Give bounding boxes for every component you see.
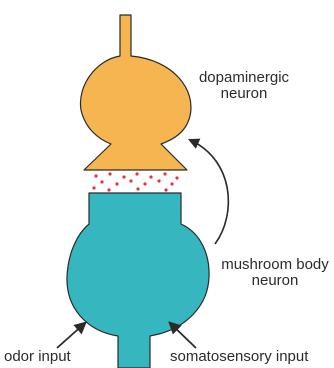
dopamine-dot xyxy=(136,187,139,190)
dopamine-dot xyxy=(94,174,97,177)
dopamine-dot xyxy=(100,180,103,183)
dopamine-dot xyxy=(164,188,167,191)
dopamine-dot xyxy=(92,186,95,189)
dopamine-release-dots xyxy=(92,172,178,191)
dopamine-dot xyxy=(107,188,110,191)
dopamine-dot xyxy=(129,179,132,182)
dopamine-dot xyxy=(157,179,160,182)
feedback-arrow xyxy=(190,140,228,244)
dopamine-dot xyxy=(170,182,173,185)
dopamine-dot xyxy=(143,182,146,185)
odor-input-arrow xyxy=(57,323,85,348)
dopamine-dot xyxy=(122,175,125,178)
dopamine-dot xyxy=(115,182,118,185)
mushroom-label-line2: neuron xyxy=(216,273,334,289)
odor-input-label: odor input xyxy=(4,349,71,365)
dopaminergic-neuron xyxy=(80,15,191,170)
dopamine-dot xyxy=(149,175,152,178)
somatosensory-input-arrow xyxy=(170,323,196,348)
dopamine-dot xyxy=(108,172,111,175)
dopaminergic-label-line2: neuron xyxy=(189,86,299,102)
dopaminergic-label-line1: dopaminergic xyxy=(189,70,299,86)
dopamine-dot xyxy=(163,172,166,175)
mushroom-body-neuron xyxy=(67,193,209,368)
mushroom-body-neuron-label: mushroom body neuron xyxy=(216,257,334,289)
dopamine-dot xyxy=(175,176,178,179)
dopamine-dot xyxy=(135,172,138,175)
mushroom-label-line1: mushroom body xyxy=(216,257,334,273)
somatosensory-input-label: somatosensory input xyxy=(170,349,308,365)
dopaminergic-neuron-label: dopaminergic neuron xyxy=(189,70,299,102)
